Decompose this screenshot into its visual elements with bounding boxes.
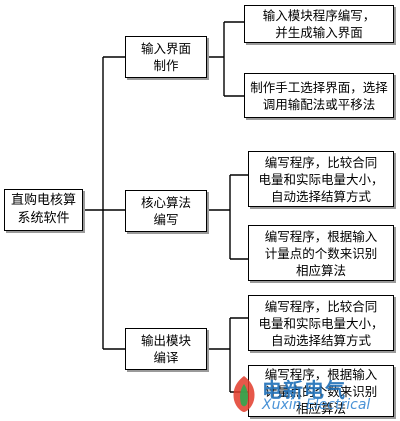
module-node-core-algorithm: 核心算法 编写 [125,190,207,232]
module-node-label: 输入界面 制作 [140,41,191,73]
task-node-label: 编写程序，根据输入 计量点的个数来识别 相应算法 [264,366,378,416]
module-node-input-ui: 输入界面 制作 [125,36,207,78]
task-node-m1-1: 输入模块程序编写， 并生成输入界面 [244,5,394,43]
watermark-logo-icon [233,376,255,412]
module-node-output: 输出模块 编译 [125,328,207,370]
watermark: 电新电气 Xuxin Electrical [228,372,400,418]
task-node-m3-2: 编写程序，根据输入 计量点的个数来识别 相应算法 [248,365,394,417]
task-node-label: 编写程序，比较合同 电量和实际电量大小， 自动选择结算方式 [258,154,384,204]
watermark-subtitle: Xuxin Electrical [262,397,371,413]
root-node-label: 直购电核算 系统软件 [10,193,76,226]
task-node-m1-2: 制作手工选择界面，选择 调用输配法或平移法 [244,73,394,118]
watermark-name: 电新电气 [262,378,346,402]
module-node-label: 核心算法 编写 [140,195,191,227]
task-node-m2-2: 编写程序，根据输入 计量点的个数来识别 相应算法 [248,225,394,281]
module-node-label: 输出模块 编译 [140,333,191,365]
task-node-m2-1: 编写程序，比较合同 电量和实际电量大小， 自动选择结算方式 [248,151,394,207]
task-node-label: 编写程序，根据输入 计量点的个数来识别 相应算法 [264,228,378,278]
task-node-label: 编写程序，比较合同 电量和实际电量大小， 自动选择结算方式 [258,298,384,348]
task-node-label: 输入模块程序编写， 并生成输入界面 [262,8,376,40]
task-node-m3-1: 编写程序，比较合同 电量和实际电量大小， 自动选择结算方式 [248,295,394,351]
root-node: 直购电核算 系统软件 [4,189,83,231]
task-node-label: 制作手工选择界面，选择 调用输配法或平移法 [250,79,388,112]
